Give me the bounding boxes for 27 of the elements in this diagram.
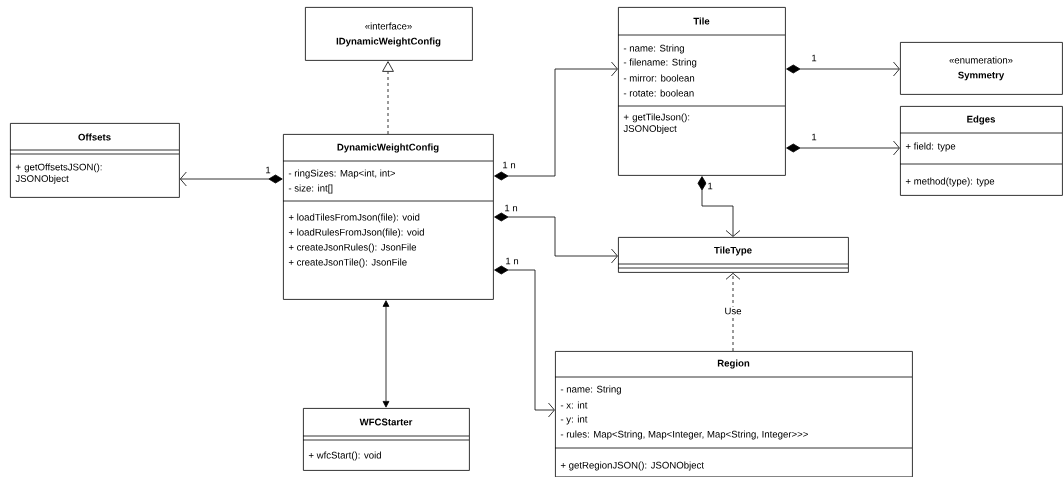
class-box: Edges + field: type + method(type): type [899,106,1063,196]
edge-label: 1 n [504,256,520,266]
arrow [382,300,390,408]
dashed-arrow [725,272,741,352]
class-box: WFCStarter + wfcStart(): void [302,408,470,471]
dashed-arrow [382,61,394,135]
class-box: Region - name: String - x: int - y: int - rules: Map<String, Map<Integer, Map<String, Integer>>> + getRegionJSON(): JSONObject [554,351,913,477]
edge-label: 1 [810,132,818,142]
edge-label: 1 [706,181,714,191]
arrow [697,176,741,237]
class-box: «interface» IDynamicWeightConfig [305,7,473,61]
class-box: Offsets + getOffsetsJSON(): JSONObject [9,123,180,198]
class-box: TileType [617,237,849,273]
edge-label: 1 [264,165,272,175]
edge-label: Use [723,306,743,316]
arrow [494,212,618,264]
class-box: Tile - name: String - filename: String - mirror: boolean - rotate: boolean + getTileJson(): JSONObject [617,7,786,176]
edge-label: 1 n [503,203,519,213]
arrow [786,140,900,156]
class-box: «enumeration» Symmetry [900,42,1063,95]
arrow [786,61,900,77]
arrow [179,171,283,187]
edge-label: 1 [810,53,818,63]
arrow [494,265,555,418]
class-box: DynamicWeightConfig - ringSizes: Map<int, int> - size: int[] + loadTilesFromJson(file): void + loadRulesFromJson(file): void + createJsonRules(): JsonFile + createJsonTile(): JsonFile [282,134,494,300]
arrow [494,61,618,181]
edge-label: 1 n [501,160,517,170]
